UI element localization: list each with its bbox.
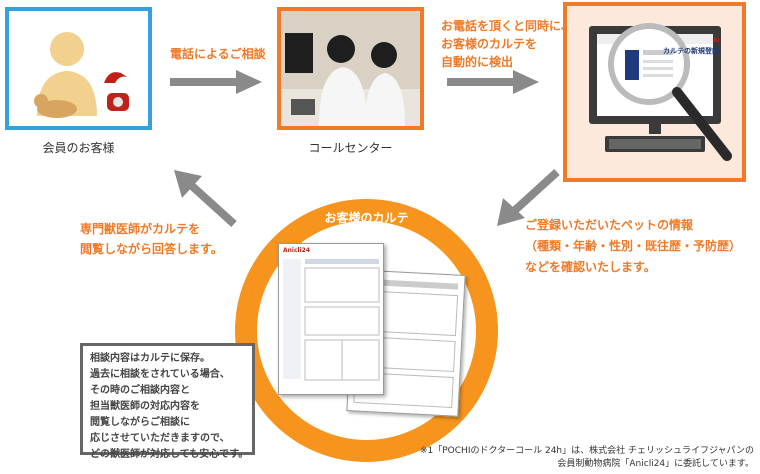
- note-line: 相談内容はカルテに保存。: [90, 353, 210, 364]
- arrow-right-icon: [170, 70, 262, 94]
- note-line: どの獣医師が対応しても安心です。: [90, 449, 249, 460]
- magnifier-icon: [608, 23, 690, 105]
- detect-line-1: お電話を頂くと同時に、: [441, 19, 573, 33]
- customer-illustration: [34, 32, 129, 118]
- customer-caption: 会員のお客様: [42, 141, 115, 155]
- call-center-photo-box: [277, 7, 424, 130]
- note-line: 閲覧しながらご相談に: [90, 417, 190, 428]
- confirm-line-3: などを確認いたします。: [525, 260, 656, 274]
- detect-label: お電話を頂くと同時に、 お客様のカルテを 自動的に検出: [441, 17, 573, 71]
- footnote: ※1「POCHIのドクターコール 24h」は、株式会社 チェリッシュライフジャパ…: [420, 445, 754, 471]
- confirm-line-2: （種類・年齢・性別・既往歴・予防歴）: [525, 239, 742, 253]
- detect-line-2: お客様のカルテを: [441, 37, 538, 51]
- call-center-caption: コールセンター: [308, 141, 393, 155]
- arrow-up-left-icon: [174, 170, 237, 227]
- footnote-line-2: 会員制動物病院「Anicli24」に委託しています。: [557, 459, 754, 469]
- arrow-down-left-icon: [497, 169, 560, 226]
- arrow-right-icon: [447, 70, 539, 94]
- answer-line-1: 専門獣医師がカルテを: [80, 222, 201, 236]
- karte-doc-front: Anicli24: [278, 243, 384, 395]
- karte-doc-logo: Anicli24: [283, 247, 310, 254]
- confirm-line-1: ご登録いただいたペットの情報: [525, 218, 694, 232]
- detect-line-3: 自動的に検出: [441, 55, 514, 69]
- karte-doc-form: [283, 259, 380, 381]
- screen-logo-fragment: Anicli24: [713, 37, 719, 44]
- note-line: 応じさせていただきますので、: [90, 433, 230, 444]
- computer-illustration: [589, 23, 732, 161]
- note-line: 過去に相談をされている場合、: [90, 369, 230, 380]
- computer-illustration-box: カルテの新規登録 Anicli24: [563, 2, 746, 182]
- call-center-photo: [281, 11, 420, 126]
- note-line: 担当獣医師の対応内容を: [90, 401, 200, 412]
- karte-ring-title: お客様のカルテ: [324, 211, 409, 225]
- phone-icon: [104, 72, 127, 83]
- answer-line-2: 閲覧しながら回答します。: [80, 242, 223, 256]
- customer-illustration-box: [5, 7, 152, 130]
- screen-title: カルテの新規登録: [663, 47, 719, 55]
- phone-consult-label: 電話によるご相談: [170, 47, 266, 61]
- answer-label: 専門獣医師がカルテを 閲覧しながら回答します。: [80, 219, 223, 259]
- confirm-label: ご登録いただいたペットの情報 （種類・年齢・性別・既往歴・予防歴） などを確認い…: [525, 215, 741, 278]
- consultation-note-box: 相談内容はカルテに保存。 過去に相談をされている場合、 その時のご相談内容と 担…: [80, 343, 255, 460]
- note-line: その時のご相談内容と: [90, 385, 190, 396]
- footnote-line-1: ※1「POCHIのドクターコール 24h」は、株式会社 チェリッシュライフジャパ…: [419, 446, 754, 456]
